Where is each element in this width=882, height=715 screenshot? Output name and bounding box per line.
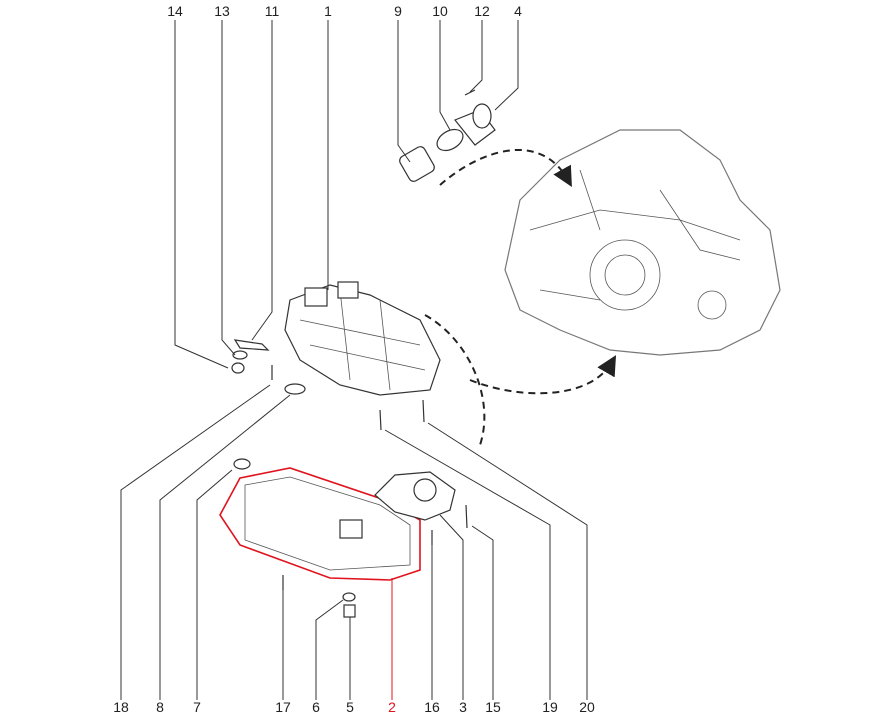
callout-10: 10 bbox=[432, 3, 448, 19]
callout-1: 1 bbox=[324, 3, 332, 19]
callout-20: 20 bbox=[579, 699, 595, 715]
callout-4: 4 bbox=[514, 3, 522, 19]
filter-parts bbox=[399, 89, 496, 182]
valve-body bbox=[284, 281, 441, 396]
callout-2-highlighted: 2 bbox=[388, 699, 396, 715]
callout-16: 16 bbox=[424, 699, 440, 715]
callout-3: 3 bbox=[459, 699, 467, 715]
callout-11: 11 bbox=[265, 3, 280, 19]
callout-5: 5 bbox=[346, 699, 354, 715]
callout-9: 9 bbox=[394, 3, 402, 19]
callout-12: 12 bbox=[474, 3, 490, 19]
callout-8: 8 bbox=[156, 699, 164, 715]
flow-arrow-filter bbox=[439, 148, 572, 187]
oil-pan bbox=[219, 458, 421, 581]
callout-7: 7 bbox=[193, 699, 201, 715]
callout-19: 19 bbox=[542, 699, 558, 715]
callout-14: 14 bbox=[167, 3, 183, 19]
transmission-assembly bbox=[504, 129, 781, 356]
leader-lines bbox=[120, 20, 588, 700]
callout-6: 6 bbox=[312, 699, 320, 715]
callout-13: 13 bbox=[214, 3, 230, 19]
flow-arrow-valvebody bbox=[424, 314, 486, 446]
filter-cover bbox=[282, 471, 468, 618]
callout-17: 17 bbox=[275, 699, 291, 715]
flow-arrow-transmission bbox=[469, 355, 617, 395]
callout-18: 18 bbox=[113, 699, 129, 715]
hardware-left bbox=[231, 339, 425, 431]
callout-15: 15 bbox=[485, 699, 501, 715]
